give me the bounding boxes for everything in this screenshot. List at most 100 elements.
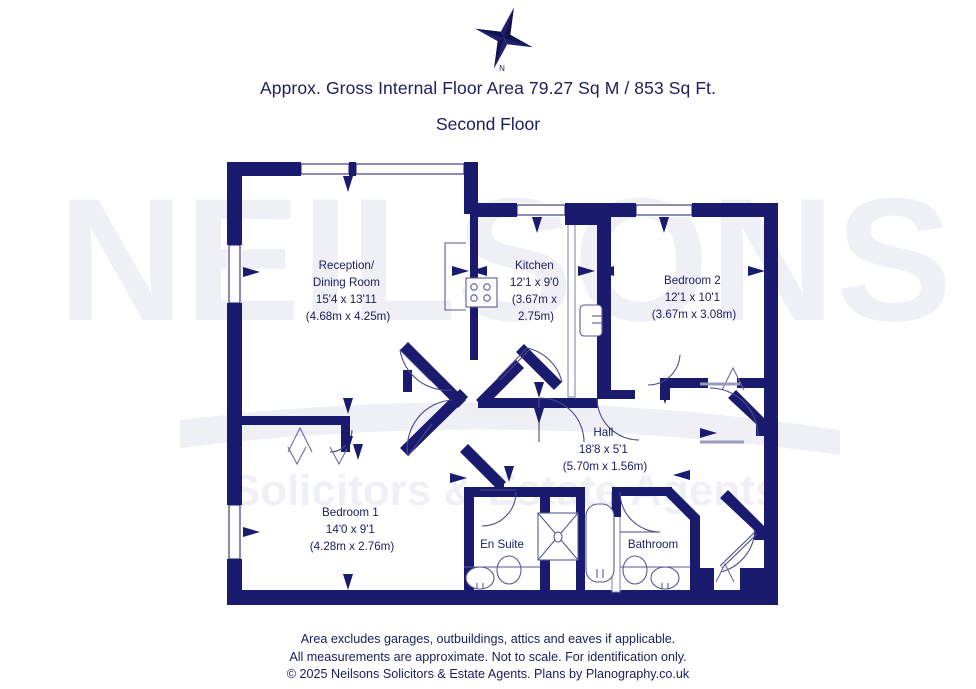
wall-kitchen-right-thin — [567, 216, 576, 398]
arrow-reception-top — [343, 176, 353, 192]
door-bedroom1-arc — [329, 429, 353, 453]
wall-reception-bottom-left-stub — [341, 416, 350, 452]
wall-shower-right — [576, 492, 585, 592]
fixtures-group — [444, 242, 690, 590]
wall-kitchen-bottom — [478, 398, 598, 408]
bathroom-basin — [622, 555, 648, 585]
label-bedroom-2: Bedroom 2 12'1 x 10'1 (3.67m x 3.08m) — [652, 274, 737, 321]
door-reception-leaf-a — [399, 349, 431, 381]
window-bedroom1-left — [227, 505, 242, 559]
watermark-swoosh — [180, 402, 840, 455]
arrow-kitchen-right-a — [452, 266, 469, 276]
wall-entry-right — [740, 568, 764, 592]
door-kitchen-leaf-b — [499, 349, 530, 381]
label-kitchen: Kitchen 12'1 x 9'0 (3.67m x 2.75m) — [510, 259, 562, 323]
door-entry-leaf-a — [719, 531, 756, 567]
footer-block: Area excludes garages, outbuildings, att… — [0, 631, 976, 684]
arrow-bedroom2-left-a — [578, 266, 595, 276]
cupboard-v-right — [329, 446, 349, 466]
door-kitchen-leaf-a — [497, 347, 528, 379]
arrow-hall-mid — [534, 408, 544, 424]
wall-angled-kitchen-bottom-2 — [476, 360, 524, 408]
wall-angled-kitchen-bottom — [516, 344, 562, 390]
wall-bedroom2-bottom-right2 — [737, 378, 765, 388]
wall-reception-right — [464, 176, 478, 214]
door-ensuite-arc — [481, 491, 517, 527]
door-closet-arc-1 — [287, 426, 313, 453]
compass-north-label: N — [499, 64, 505, 73]
arrow-bedroom1-upper — [353, 444, 363, 460]
door-entry-v — [715, 562, 735, 583]
dimension-arrows-group — [243, 176, 765, 590]
arrow-bedroom2-left-b — [597, 266, 614, 276]
window-kitchen-top — [517, 203, 565, 217]
door-kitchen-arc — [526, 347, 563, 383]
door-entry-leaf-b — [721, 533, 758, 569]
wall-hall-right-angle-bottom — [720, 490, 764, 540]
wall-bedroom2-bottom-left — [597, 390, 635, 399]
header-block: Approx. Gross Internal Floor Area 79.27 … — [0, 78, 976, 135]
arrow-bedroom2-bottom — [660, 388, 670, 404]
left-window-frames — [228, 244, 241, 560]
door-bathroom-arc — [619, 491, 661, 533]
arrow-reception-left — [243, 267, 260, 277]
kitchen-appliance — [579, 304, 603, 337]
hob-burner-3 — [470, 294, 478, 302]
door-corridor-arc — [539, 397, 585, 443]
wall-stub-central — [403, 370, 412, 392]
arrow-kitchen-bottom — [534, 382, 544, 398]
wall-entry-left — [700, 568, 714, 592]
bathroom-toilet — [650, 566, 680, 590]
room-labels-group: Reception/ Dining Room 15'4 x 13'11 (4.6… — [306, 259, 737, 553]
wall-bed1-top — [498, 480, 504, 490]
watermark-brand: NEILSONS — [58, 163, 953, 358]
door-reception-arc-upper — [399, 349, 453, 391]
arrow-bedroom1-top — [343, 436, 353, 452]
arrow-reception-bottom — [343, 398, 353, 414]
label-reception-dining-room: Reception/ Dining Room 15'4 x 13'11 (4.6… — [306, 259, 391, 323]
wall-bedroom1-right — [464, 487, 474, 592]
wall-kitchen-corridor-top — [565, 203, 611, 225]
arrow-kitchen-top — [532, 217, 542, 233]
arrow-kitchen-left — [470, 266, 487, 276]
gross-internal-area-text: Approx. Gross Internal Floor Area 79.27 … — [259, 78, 717, 98]
wall-bedroom2-left — [597, 217, 611, 397]
wall-angled-central-lower — [400, 389, 468, 456]
arrow-hall-right-a — [700, 428, 717, 438]
wall-bedroom2-bottom-right — [660, 378, 708, 388]
footer-copyright: © 2025 Neilsons Solicitors & Estate Agen… — [286, 667, 690, 681]
window-reception-left — [227, 245, 242, 303]
footer-disclaimer-line-1: Area excludes garages, outbuildings, att… — [300, 632, 676, 646]
cupboard-v-left — [287, 446, 307, 466]
wall-exterior-bottom — [227, 590, 778, 605]
arrow-bedroom1-bottom — [343, 574, 353, 590]
wall-bathroom-angle — [664, 487, 700, 592]
wall-ensuite-top-2 — [519, 487, 585, 497]
wall-angled-bed1-hall — [460, 444, 506, 490]
walls-group — [227, 162, 778, 605]
kitchen-counter — [444, 242, 466, 311]
label-hall: Hall 18'8 x 5'1 (5.70m x 1.56m) — [563, 426, 648, 473]
hob-burner-4 — [483, 294, 491, 302]
door-hall-right-arc — [709, 387, 759, 437]
door-reception-leaf-b — [407, 423, 433, 457]
label-bedroom-1: Bedroom 1 14'0 x 9'1 (4.28m x 2.76m) — [310, 506, 395, 553]
arrow-hall-angled — [673, 470, 690, 480]
hob-burner-1 — [470, 283, 478, 291]
compass-rose: N — [475, 7, 533, 73]
arrow-bedroom2-right — [748, 266, 765, 276]
door-hall-arc — [596, 397, 640, 441]
wall-angled-central-upper — [400, 342, 466, 408]
window-reception-top-left — [301, 162, 349, 176]
arrow-ensuite-top — [504, 466, 514, 482]
shower-drain — [553, 531, 563, 543]
wall-bathroom-top — [612, 487, 621, 517]
arrow-bedroom2-top — [659, 217, 669, 233]
wall-ensuite-top — [464, 487, 519, 497]
door-bedroom2-arc — [647, 354, 681, 386]
window-reception-top-right — [356, 162, 464, 176]
arrow-hall-left — [450, 473, 467, 483]
door-reception-arc-lower — [406, 399, 453, 457]
